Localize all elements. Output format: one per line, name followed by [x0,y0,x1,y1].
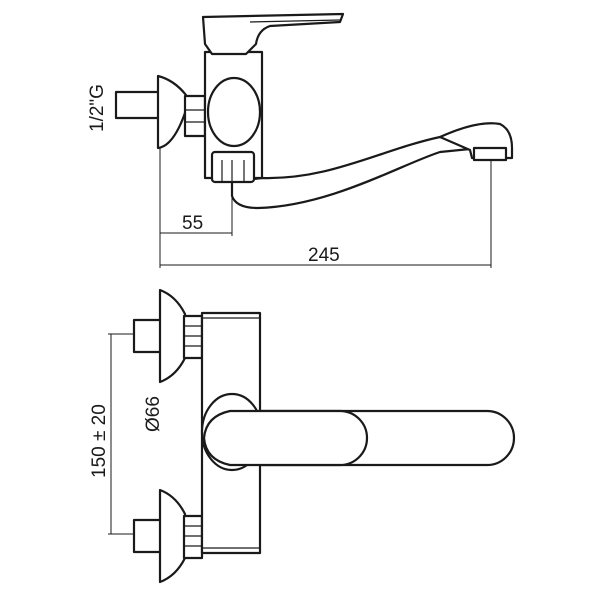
dim-thread: 1/2"G [87,84,108,132]
front-view: 150 ± 20 Ø66 [89,288,516,584]
spout-side [230,135,472,210]
side-nut [210,150,256,184]
side-view: 55 245 1/2"G [87,12,514,268]
aerator [472,146,508,162]
side-knob [206,76,262,148]
dim-diameter: Ø66 [143,396,164,432]
front-lever [202,409,369,467]
dim-spacing: 150 ± 20 [89,404,110,478]
dim-245: 245 [308,245,340,266]
front-upper-inlet [132,288,204,384]
side-lever [201,12,345,56]
dim-55: 55 [182,213,203,234]
side-inlet-fitting [114,74,207,150]
front-lower-inlet [132,488,204,584]
